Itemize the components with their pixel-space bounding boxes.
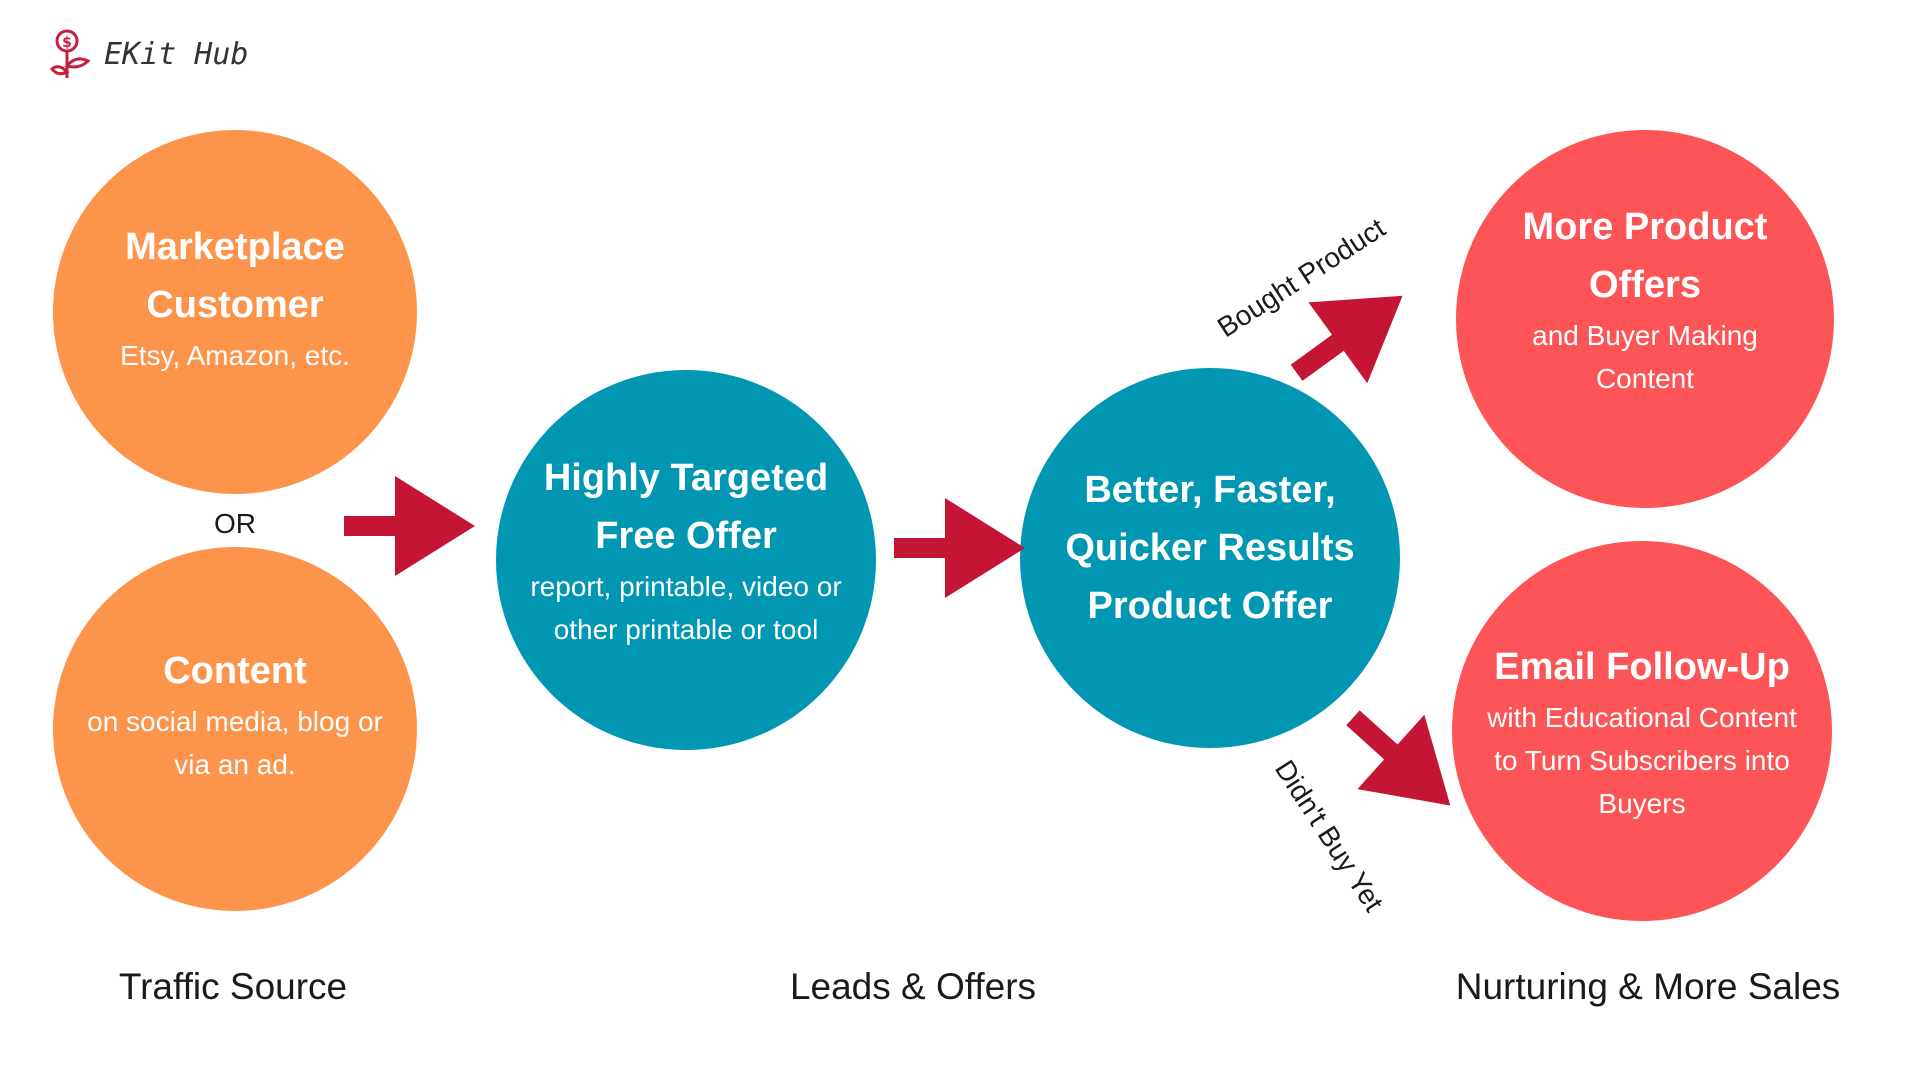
email-follow-up-subtitle: with Educational Content to Turn Subscri… xyxy=(1487,701,1797,819)
arrow-traffic-to-free-offer xyxy=(344,476,475,576)
stage-leads-offers: Leads & Offers xyxy=(789,966,1037,1007)
content-title: Content xyxy=(163,650,307,692)
arrow-didnt-buy-yet xyxy=(1346,710,1451,806)
or-label: OR xyxy=(214,508,256,539)
email-follow-up-title: Email Follow-Up xyxy=(1494,645,1790,688)
free-offer-subtitle: report, printable, video or other printa… xyxy=(530,571,842,645)
free-offer-title: Highly Targeted Free Offer xyxy=(543,457,829,557)
more-offers-subtitle: and Buyer Making Content xyxy=(1532,320,1758,394)
more-offers-node: More Product Offers and Buyer Making Con… xyxy=(1456,130,1834,508)
brand-name: EKit Hub xyxy=(104,36,249,72)
sprout-coin-icon: $ xyxy=(50,29,91,78)
arrow-free-offer-to-product xyxy=(894,498,1025,598)
product-offer-node: Better, Faster, Quicker Results Product … xyxy=(1020,368,1400,748)
stage-nurturing-sales: Nurturing & More Sales xyxy=(1455,966,1841,1007)
content-subtitle: on social media, blog or via an ad. xyxy=(87,706,383,780)
marketplace-customer-title: Marketplace Customer xyxy=(125,225,345,326)
more-offers-title: More Product Offers xyxy=(1522,206,1768,306)
stage-traffic-source: Traffic Source xyxy=(118,966,348,1007)
free-offer-node: Highly Targeted Free Offer report, print… xyxy=(496,370,876,750)
product-offer-title: Better, Faster, Quicker Results Product … xyxy=(1065,469,1355,627)
brand-logo[interactable]: $ EKit Hub xyxy=(50,28,249,80)
content-node: Content on social media, blog or via an … xyxy=(53,547,417,911)
marketplace-customer-subtitle: Etsy, Amazon, etc. xyxy=(120,339,350,371)
marketplace-customer-node: Marketplace Customer Etsy, Amazon, etc. xyxy=(53,130,417,494)
arrow-bought-product xyxy=(1290,295,1403,384)
svg-text:$: $ xyxy=(62,35,72,51)
email-follow-up-node: Email Follow-Up with Educational Content… xyxy=(1452,541,1832,921)
